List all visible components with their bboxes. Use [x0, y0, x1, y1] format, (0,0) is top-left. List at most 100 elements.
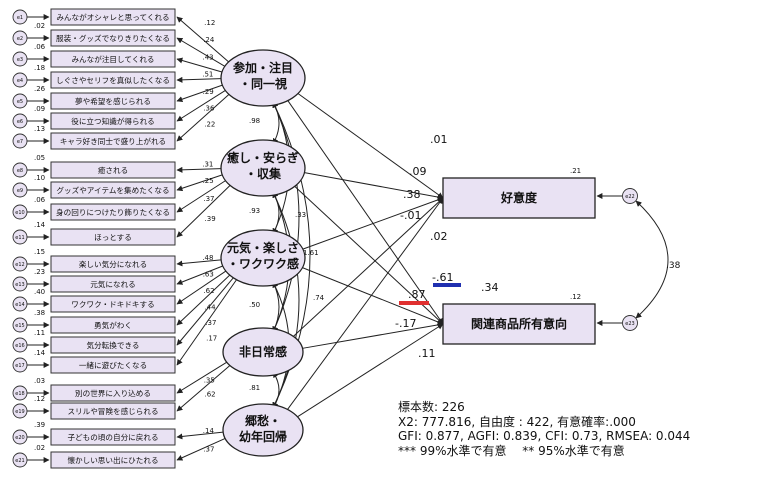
observed-label-20: 子どもの頃の自分に戻れる — [67, 432, 158, 442]
error-label-e21: e21 — [15, 458, 24, 464]
latent-healing-line1: 癒し・安らぎ — [227, 150, 299, 165]
error-label-e14: e14 — [15, 302, 24, 308]
observed-r2-8: .05 — [34, 154, 45, 162]
observed-r2-13: .23 — [34, 268, 45, 276]
observed-label-21: 懐かしい思い出にひたれる — [67, 455, 158, 465]
observed-box-12 — [50, 255, 176, 273]
latent-extraordinary: 非日常感 — [222, 327, 304, 377]
loading-arrow-15 — [176, 274, 231, 326]
observed-box-3 — [50, 50, 176, 68]
loading-value-17: .17 — [206, 335, 217, 343]
loading-arrow-18 — [176, 361, 228, 394]
observed-r2-5: .26 — [34, 85, 46, 93]
path-arrow-extra_fav — [293, 197, 444, 337]
observed-label-7: キャラ好き同士で盛り上がれる — [60, 136, 166, 146]
observed-label-17: 一緒に遊びたくなる — [79, 360, 147, 370]
loading-arrow-21 — [176, 438, 226, 461]
error-covariance-curve — [635, 200, 669, 319]
loading-arrow-14 — [176, 270, 227, 305]
observed-r2-15: .38 — [34, 309, 45, 317]
error-label-e8: e8 — [17, 168, 23, 174]
latent-energy-line2: ・ワクワク感 — [227, 256, 299, 271]
loading-value-15: .44 — [204, 304, 216, 312]
observed-box-17 — [50, 356, 176, 374]
correlation-value-h_e: .93 — [249, 207, 260, 215]
loading-arrow-3 — [176, 57, 223, 73]
latent-healing: 癒し・安らぎ ・収集 — [220, 139, 306, 197]
observed-box-5 — [50, 92, 176, 110]
path-value-heal_fav: .09 — [409, 165, 427, 178]
observed-box-6 — [50, 112, 176, 130]
observed-r2-6: .09 — [34, 105, 45, 113]
loading-arrow-9 — [176, 174, 223, 192]
loading-arrow-11 — [176, 185, 231, 238]
loading-arrow-19 — [176, 365, 231, 412]
observed-box-4 — [50, 71, 176, 89]
loading-arrow-16 — [176, 277, 234, 346]
correlation-value-p_n: 1.61 — [303, 249, 319, 257]
structural-paths: .01.09.38.02-.01.34-.61.87-.17.11 — [287, 93, 499, 418]
correlation-curve-p_x — [272, 101, 300, 333]
loading-arrow-8 — [176, 166, 222, 173]
loading-value-6: .36 — [203, 104, 215, 112]
path-value-part_fav: .01 — [430, 133, 448, 146]
error-label-e7: e7 — [17, 139, 23, 145]
observed-r2-4: .18 — [34, 64, 45, 72]
observed-label-10: 身の回りにつけたり飾りたくなる — [56, 207, 170, 217]
path-value-nost_fav: -.01 — [400, 209, 421, 222]
observed-r2-10: .06 — [34, 196, 46, 204]
outcome-purchase-label: 関連商品所有意向 — [471, 316, 567, 331]
loading-arrow-5 — [176, 84, 223, 103]
observed-label-19: スリルや冒険を感じられる — [67, 406, 158, 416]
error-label-e11: e11 — [15, 235, 24, 241]
latent-extraordinary-label: 非日常感 — [239, 344, 287, 359]
outcome-purchase: 関連商品所有意向 .12 — [442, 293, 596, 345]
observed-r2-7: .13 — [34, 125, 45, 133]
path-value-extra_pur: -.17 — [395, 317, 416, 330]
latent-participation: 参加・注目 ・同一視 — [220, 49, 306, 107]
latent-participation-line1: 参加・注目 — [233, 60, 293, 75]
loading-value-4: .51 — [202, 71, 213, 79]
loading-value-7: .22 — [204, 120, 215, 128]
observed-label-9: グッズやアイテムを集めたくなる — [56, 185, 169, 195]
observed-r2-11: .14 — [34, 221, 46, 229]
loading-arrow-1 — [176, 16, 229, 63]
latent-nostalgia-line2: 幼年回帰 — [239, 429, 287, 444]
observed-r2-14: .40 — [34, 288, 45, 296]
correlation-value-h_n: .74 — [313, 294, 325, 302]
path-value-part_pur: .34 — [481, 281, 499, 294]
error-label-e15: e15 — [15, 323, 24, 329]
loading-value-14: .62 — [203, 287, 214, 295]
loading-value-3: .43 — [202, 53, 213, 61]
loading-value-1: .12 — [204, 19, 215, 27]
path-arrow-part_pur — [287, 100, 444, 325]
latent-participation-line2: ・同一視 — [239, 76, 287, 91]
outcome-favorability-label: 好意度 — [500, 190, 538, 205]
latent-nostalgia-line1: 郷愁・ — [245, 413, 281, 428]
observed-box-16 — [50, 336, 176, 354]
stats-chi-square: X2: 777.816, 自由度 : 422, 有意確率:.000 — [398, 414, 636, 429]
error-label-e4: e4 — [17, 78, 23, 84]
observed-r2-9: .10 — [34, 174, 45, 182]
loading-arrow-7 — [176, 94, 230, 142]
outcome-favorability: 好意度 .21 — [442, 167, 596, 219]
observed-label-13: 元気になれる — [90, 279, 136, 289]
correlation-value-p_x: .33 — [295, 211, 306, 219]
error-label-e10: e10 — [15, 210, 24, 216]
error-label-e20: e20 — [15, 435, 24, 441]
outcome-favorability-r2: .21 — [570, 167, 581, 175]
observed-label-16: 気分転換できる — [86, 340, 139, 350]
loading-value-19: .62 — [204, 391, 215, 399]
loading-value-21: .37 — [203, 446, 214, 454]
observed-box-19 — [50, 402, 176, 420]
error-label-e3: e3 — [17, 57, 23, 63]
stats-fit-indices: GFI: 0.877, AGFI: 0.839, CFI: 0.73, RMSE… — [398, 429, 691, 443]
observed-r2-18: .03 — [34, 377, 45, 385]
loading-arrow-20 — [176, 431, 224, 440]
loading-arrow-13 — [176, 265, 223, 285]
observed-label-6: 役に立つ知識が得られる — [71, 116, 155, 126]
observed-label-2: 服装・グッズでなりきりたくなる — [56, 33, 170, 43]
path-arrow-heal_fav — [304, 172, 444, 200]
observed-r2-2: .02 — [34, 22, 45, 30]
